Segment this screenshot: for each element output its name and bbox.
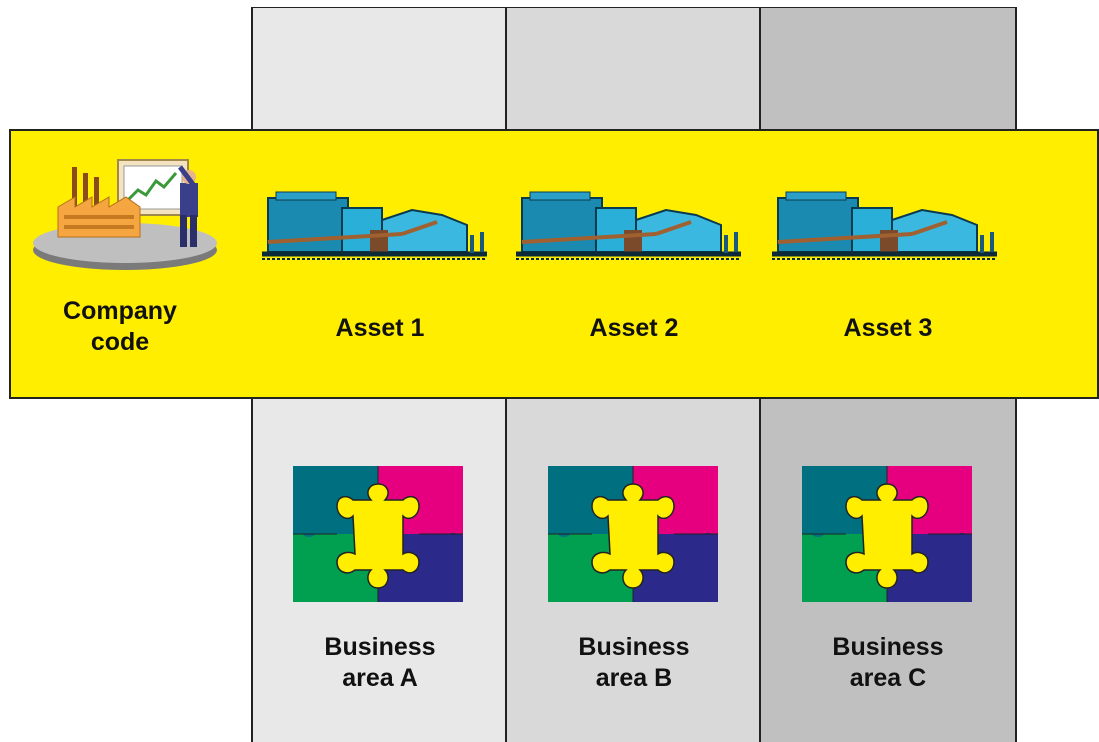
company-code-icon xyxy=(33,159,217,270)
business-area-b-label: Business area B xyxy=(578,633,690,692)
factory-plant-icon xyxy=(262,191,487,260)
factory-plant-icon xyxy=(772,191,997,260)
business-area-c-label: Business area C xyxy=(832,633,944,692)
factory-plant-icon xyxy=(516,191,741,260)
asset-2-label: Asset 2 xyxy=(589,314,679,342)
puzzle-icon xyxy=(802,466,972,602)
asset-1-label: Asset 1 xyxy=(335,314,425,342)
puzzle-icon xyxy=(548,466,718,602)
puzzle-icon xyxy=(293,466,463,602)
company-code-label: Company code xyxy=(63,297,177,356)
business-area-a-label: Business area A xyxy=(324,633,436,692)
asset-3-label: Asset 3 xyxy=(843,314,933,342)
